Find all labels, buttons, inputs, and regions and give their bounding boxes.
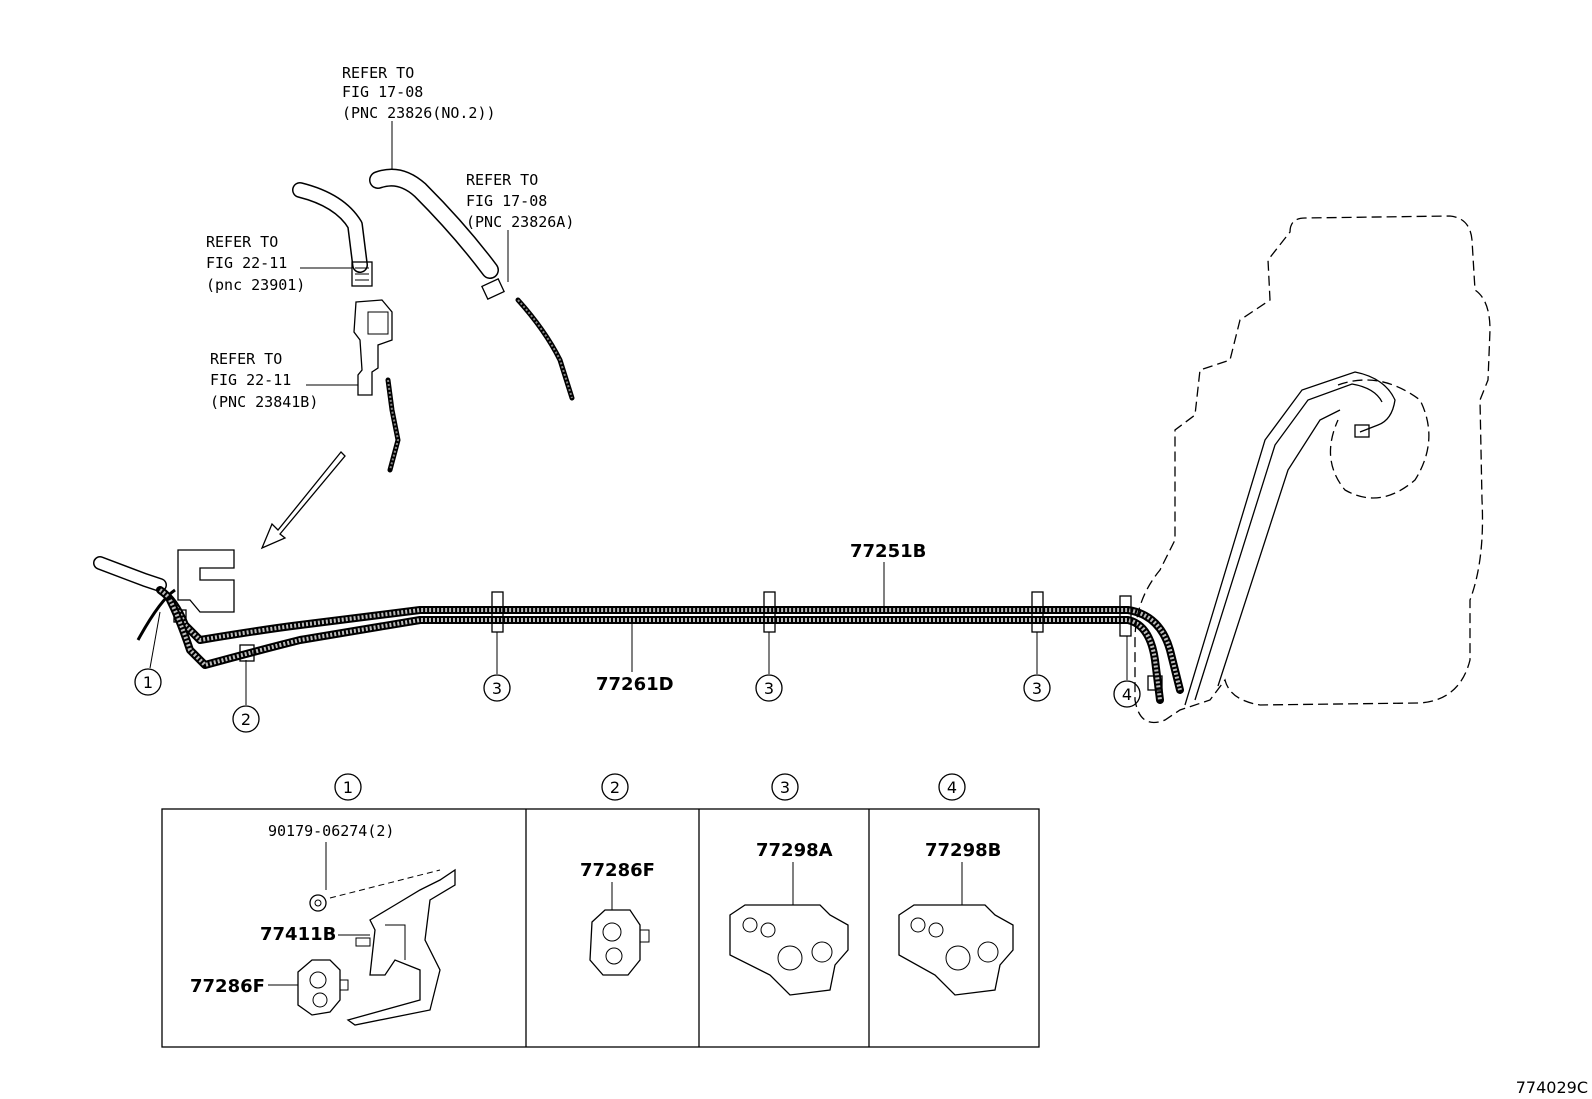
clamp-77298a-icon <box>729 904 849 996</box>
svg-text:1: 1 <box>143 673 153 692</box>
ref-line: FIG 17-08 <box>466 192 547 210</box>
clamp-4-marker <box>1119 595 1132 637</box>
callout-1: 1 <box>134 611 162 696</box>
direction-arrow <box>260 451 346 550</box>
ref-line: (PNC 23826(NO.2)) <box>342 104 496 122</box>
ref-line: FIG 22-11 <box>210 371 291 389</box>
callout-3b: 3 <box>755 632 783 702</box>
callout-4: 4 <box>1113 636 1141 708</box>
ref-line: (PNC 23826A) <box>466 213 574 231</box>
part-77298b-label: 77298B <box>925 840 1001 861</box>
svg-text:3: 3 <box>492 679 502 698</box>
clamp-77286f-icon <box>297 959 349 1016</box>
hose-23901 <box>292 182 373 287</box>
svg-text:2: 2 <box>610 778 620 797</box>
box-4-header: 4 <box>938 773 966 801</box>
ref-line: FIG 22-11 <box>206 254 287 272</box>
ref-line: REFER TO <box>342 64 414 82</box>
reference-fig-17-08-a: REFER TO FIG 17-08 (PNC 23826A) <box>466 171 574 231</box>
svg-text:3: 3 <box>780 778 790 797</box>
box-1-header: 1 <box>334 773 362 801</box>
part-77286f-label-box2: 77286F <box>580 860 655 881</box>
ref-line: REFER TO <box>206 233 278 251</box>
ref-line: REFER TO <box>466 171 538 189</box>
reference-fig-22-11-23901: REFER TO FIG 22-11 (pnc 23901) <box>206 233 305 294</box>
reference-fig-22-11-23841b: REFER TO FIG 22-11 (PNC 23841B) <box>210 350 318 411</box>
clamp-77286f-icon <box>589 909 650 976</box>
nut-icon <box>309 869 441 912</box>
svg-text:3: 3 <box>764 679 774 698</box>
ref-line: FIG 17-08 <box>342 83 423 101</box>
figure-id: 774029C <box>1516 1078 1588 1097</box>
ref-line: REFER TO <box>210 350 282 368</box>
part-77286f-label: 77286F <box>190 976 265 997</box>
part-nut-label: 90179-06274(2) <box>268 822 394 840</box>
reference-fig-17-08-no2: REFER TO FIG 17-08 (PNC 23826(NO.2)) <box>342 64 496 122</box>
svg-text:1: 1 <box>343 778 353 797</box>
svg-text:2: 2 <box>241 710 251 729</box>
fuel-tank-outline <box>1134 215 1491 724</box>
connector-23841b <box>353 299 401 473</box>
fuel-lines <box>93 549 1184 704</box>
part-77261d-label: 77261D <box>596 674 674 695</box>
svg-text:4: 4 <box>947 778 957 797</box>
part-77251b-label: 77251B <box>850 541 926 562</box>
part-77411b-label: 77411B <box>260 924 336 945</box>
ref-line: (PNC 23841B) <box>210 393 318 411</box>
callout-3a: 3 <box>483 632 511 702</box>
part-77298a-label: 77298A <box>756 840 833 861</box>
detail-boxes <box>161 808 1040 1048</box>
ref-line: (pnc 23901) <box>206 276 305 294</box>
box-3-header: 3 <box>771 773 799 801</box>
box-2-header: 2 <box>601 773 629 801</box>
hose-23826 <box>369 168 575 401</box>
clamp-77298b-icon <box>898 904 1014 996</box>
callout-3c: 3 <box>1023 632 1051 702</box>
bracket-77411b-icon <box>346 868 456 1026</box>
callout-2: 2 <box>232 660 260 733</box>
svg-text:3: 3 <box>1032 679 1042 698</box>
svg-text:4: 4 <box>1122 685 1132 704</box>
clamp-2-marker <box>239 644 255 662</box>
